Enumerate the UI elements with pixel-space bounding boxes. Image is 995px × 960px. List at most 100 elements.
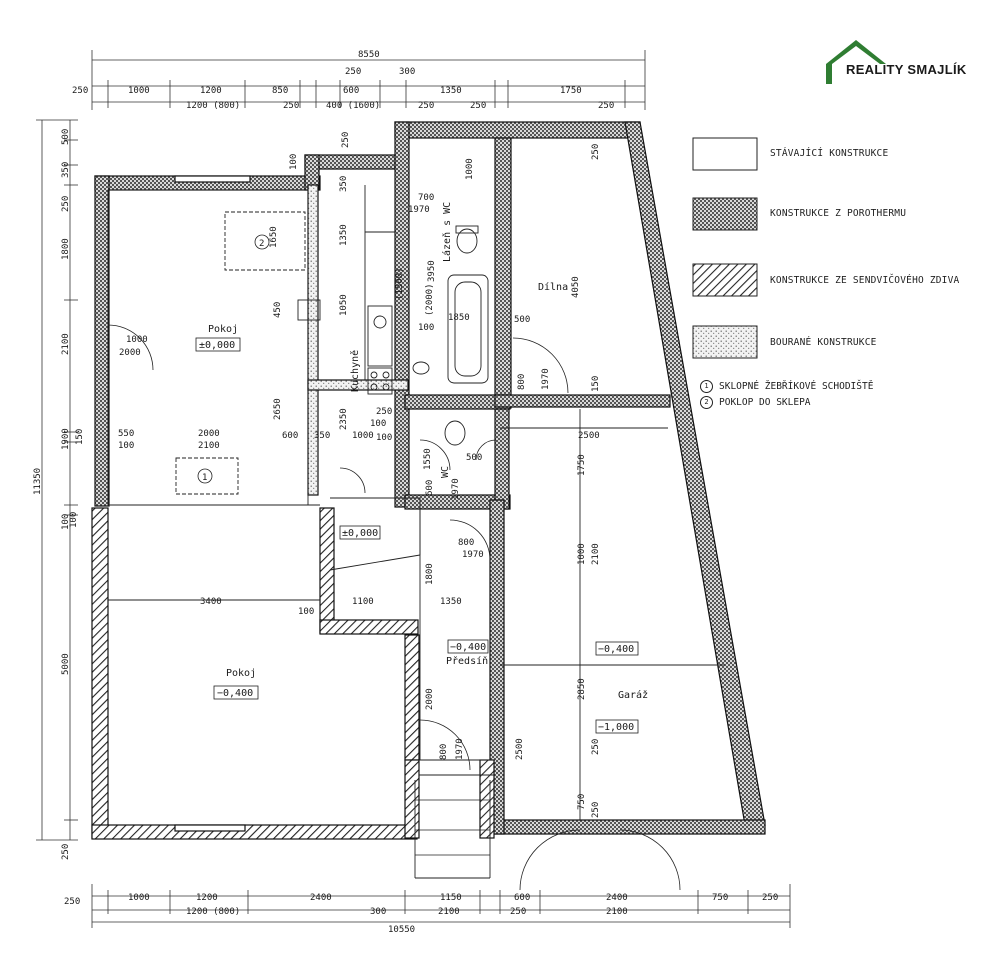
- dim-in-9: 100: [370, 419, 386, 429]
- dim-in-6: 600: [282, 431, 298, 441]
- legend-swatch-existing: [692, 137, 758, 171]
- dim-in-20: 700: [418, 193, 434, 203]
- dim-in-33: 150: [591, 376, 601, 392]
- dim-in-27: 1850: [448, 313, 470, 323]
- dim-in-48: 1350: [440, 597, 462, 607]
- dim-bot-4: 2400: [310, 893, 332, 903]
- dim-in-17: 250: [341, 132, 351, 148]
- note-2-text: POKLOP DO SKLEPA: [719, 397, 811, 408]
- dim-in-53: 250: [591, 739, 601, 755]
- level-hall: ±0,000: [342, 528, 378, 539]
- dim-bot-7: 2400: [606, 893, 628, 903]
- dim-in-29: 4050: [571, 276, 581, 298]
- dim-top2-2: 250: [283, 101, 299, 111]
- room-kuchyne: Kuchyně: [349, 350, 361, 392]
- dim-in-34: 2500: [578, 431, 600, 441]
- dim-left-4: 1800: [61, 238, 71, 260]
- room-pokoj-bottom: Pokoj: [226, 668, 256, 679]
- room-wc: WC: [440, 466, 451, 478]
- dim-top2-5: 250: [470, 101, 486, 111]
- dim-in-2: 550: [118, 429, 134, 439]
- bottom-dimension-lines: [91, 884, 791, 928]
- dim-top-total: 8550: [358, 50, 380, 60]
- dim-in-36: 600: [425, 480, 435, 496]
- marker-2: 2: [259, 239, 264, 249]
- dim-in-40: 1970: [462, 550, 484, 560]
- dim-in-49: 2000: [425, 688, 435, 710]
- dim-in-30: 250: [591, 144, 601, 160]
- door-swings: [107, 324, 681, 891]
- dim-in-51: 1970: [455, 738, 465, 760]
- dim-in-13: 450: [273, 302, 283, 318]
- dim-top2-6: 250: [598, 101, 614, 111]
- dim-left-6: 150: [75, 429, 85, 445]
- dim-bot-5: 1150: [440, 893, 462, 903]
- dim-left-10: 250: [61, 196, 71, 212]
- dim-in-16: 1050: [339, 294, 349, 316]
- legend-sandwich: KONSTRUKCE ZE SENDVIČOVÉHO ZDIVA: [770, 275, 960, 286]
- dim-top2-3: 400 (1600): [326, 101, 380, 111]
- dim-in-54: 2500: [515, 738, 525, 760]
- dim-in-8: 1000: [352, 431, 374, 441]
- dim-bot-total: 10550: [388, 925, 415, 935]
- left-dimension-labels: 11350 250 500 350 1800 2100 150 1900 100…: [33, 129, 85, 860]
- dim-in-42: 1000: [577, 543, 587, 565]
- dim-in-56: 250: [591, 802, 601, 818]
- legend-note-2: 2 POKLOP DO SKLEPA: [700, 396, 811, 409]
- dim-in-38: 1970: [451, 478, 461, 500]
- dim-in-47: 1100: [352, 597, 374, 607]
- dim-in-25: (1500): [395, 267, 405, 300]
- dim-bot-3: 1200: [196, 893, 218, 903]
- top-dimension-labels: 8550 250 1000 1200 850 600 1350 1750 250…: [72, 50, 614, 111]
- dim-bot-6: 600: [514, 893, 530, 903]
- dim-in-35: 1550: [423, 448, 433, 470]
- dim-bot2-3: 2100: [438, 907, 460, 917]
- brand-logo: REALITY SMAJLÍK: [826, 40, 986, 92]
- left-dimension-lines: [36, 119, 78, 841]
- legend-swatch-sandwich: [692, 263, 758, 297]
- room-pokoj-top: Pokoj: [208, 324, 238, 335]
- dim-in-41: 1800: [425, 563, 435, 585]
- legend-demolished: BOURANÉ KONSTRUKCE: [770, 337, 877, 348]
- room-dilna: Dílna: [538, 281, 568, 293]
- legend-swatch-demolished: [692, 325, 758, 359]
- dim-bot-9: 250: [762, 893, 778, 903]
- walls: [91, 121, 766, 840]
- dim-bot2-5: 2100: [606, 907, 628, 917]
- level-pokoj-top: ±0,000: [199, 340, 235, 351]
- dim-in-39: 800: [458, 538, 474, 548]
- dim-left-5: 2100: [61, 333, 71, 355]
- level-garaz-upper: −0,400: [598, 644, 634, 655]
- dim-in-5: 2100: [198, 441, 220, 451]
- room-lazne: Lázeň s WC: [441, 202, 453, 262]
- brand-house-icon: [826, 40, 886, 84]
- note-2-icon: 2: [700, 396, 713, 409]
- fixtures: [175, 211, 489, 495]
- dim-in-32: 1970: [541, 368, 551, 390]
- dim-in-12: 2650: [273, 398, 283, 420]
- dim-in-22: 1000: [465, 158, 475, 180]
- room-predsin: Předsíň: [446, 655, 488, 667]
- top-dimension-lines: [91, 50, 646, 110]
- bottom-dimension-labels: 250 1000 1200 2400 1150 600 2400 750 250…: [64, 893, 778, 935]
- dim-top-extra-2: 300: [399, 67, 415, 77]
- room-labels: Pokoj ±0,000 Pokoj −0,400 Kuchyně Lázeň …: [195, 202, 648, 734]
- dim-in-55: 750: [577, 794, 587, 810]
- dim-top-extra-1: 250: [345, 67, 361, 77]
- dim-in-3: 100: [118, 441, 134, 451]
- dim-left-total: 11350: [33, 468, 43, 495]
- legend-swatch-porotherm: [692, 197, 758, 231]
- dim-in-57: 100: [376, 433, 392, 443]
- dim-in-14: 1650: [269, 226, 279, 248]
- dim-bot-1: 250: [64, 897, 80, 907]
- dim-in-21: 1970: [408, 205, 430, 215]
- dim-in-23: 3950: [427, 260, 437, 282]
- dim-top-3: 1200: [200, 86, 222, 96]
- marker-1: 1: [202, 473, 207, 483]
- legend-swatches: [692, 137, 758, 359]
- dim-in-44: 1750: [577, 454, 587, 476]
- interior-dimension-labels: 1000 2000 550 100 2000 2100 600 350 1000…: [69, 132, 601, 818]
- level-pokoj-bottom: −0,400: [217, 688, 253, 699]
